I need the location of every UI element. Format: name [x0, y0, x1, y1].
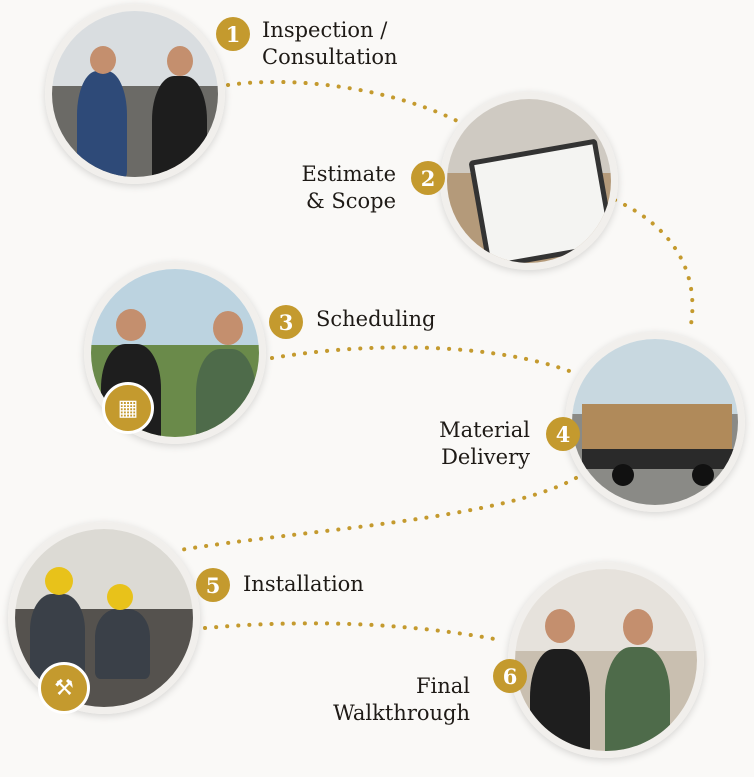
calendar-truck-icon: ▦: [102, 382, 154, 434]
step-1-photo: [45, 4, 225, 184]
step-4-badge: 4: [546, 417, 580, 451]
step-3-badge: 3: [269, 305, 303, 339]
step-2-badge: 2: [411, 161, 445, 195]
step-2-title: Estimate& Scope: [301, 162, 396, 213]
step-5-title: Installation: [243, 572, 364, 596]
step-4-photo: [565, 332, 745, 512]
step-3-title: Scheduling: [316, 307, 436, 331]
step-6-photo: [508, 562, 704, 758]
step-2-photo: [440, 92, 618, 270]
step-6-badge: 6: [493, 659, 527, 693]
step-1-badge: 1: [216, 17, 250, 51]
step-1-title: Inspection /Consultation: [262, 18, 398, 69]
tools-icon: ⚒: [38, 662, 90, 714]
step-5-photo: [8, 522, 200, 714]
step-5-badge: 5: [196, 568, 230, 602]
